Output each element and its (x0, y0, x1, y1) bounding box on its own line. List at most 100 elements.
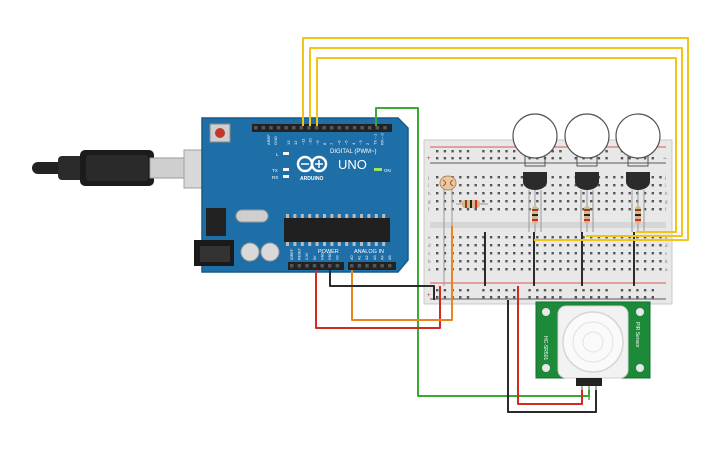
digital-pin-label: 13 (286, 140, 291, 145)
resistor (456, 200, 488, 208)
pir-sensor: HC-SR501 PIR Sensor (535, 301, 651, 404)
arduino-model: UNO (338, 157, 367, 172)
power-pin-label: GND (320, 252, 324, 260)
capacitor (240, 242, 260, 262)
light-bulb-assembly (564, 113, 610, 232)
wire-yellow-2 (309, 47, 683, 237)
row-letter: b (665, 259, 668, 264)
analog-pin-label: A5 (388, 255, 392, 260)
digital-pin-label: ~9 (315, 140, 320, 145)
wire-yellow-3 (316, 57, 677, 233)
led-on (374, 168, 382, 171)
light-bulb-assembly (512, 113, 558, 232)
row-letter: f (428, 207, 430, 212)
wire-red-pir (517, 286, 583, 405)
arduino-brand: ARDUINO (300, 176, 323, 182)
row-letter: d (428, 243, 431, 248)
digital-pin-label: ~5 (344, 140, 349, 145)
capacitor (260, 242, 280, 262)
pir-label-right: PIR Sensor (634, 322, 640, 348)
row-letter: f (665, 207, 667, 212)
rail-plus-top: + (427, 156, 431, 162)
row-letter: d (665, 243, 668, 248)
row-letter: b (428, 259, 431, 264)
aref-label: AREF (266, 134, 271, 145)
light-bulb (564, 113, 610, 159)
wire-black-gnd (329, 270, 435, 300)
power-label: POWER (318, 249, 339, 255)
led-on-label: ON (384, 168, 391, 173)
digital-pin-label: ~3 (358, 140, 363, 145)
resistor (635, 206, 641, 224)
digital-pin-label: ~6 (336, 140, 341, 145)
power-pin-label: Vin (336, 255, 340, 260)
digital-pin-label: TX→1 (372, 133, 377, 145)
wire-green (375, 107, 590, 397)
resistor (584, 206, 590, 224)
row-letter: c (665, 251, 668, 256)
row-letter: g (428, 199, 431, 204)
led-l (283, 152, 289, 155)
analog-pin-label: A1 (358, 255, 362, 260)
digital-pin-label: 12 (293, 140, 298, 145)
led-tx-label: TX (272, 168, 278, 173)
row-letter: i (428, 183, 429, 188)
power-pin-label: IOREF (290, 248, 294, 260)
arduino-logo (296, 155, 328, 173)
row-letter: h (428, 191, 431, 196)
analog-pin-label: A4 (380, 255, 384, 260)
digital-pin-label: ~11 (300, 138, 305, 145)
digital-pin-label: 2 (365, 142, 370, 145)
row-letter: h (665, 191, 668, 196)
led-tx (283, 168, 289, 171)
wire-black-pir (507, 300, 597, 413)
digital-pin-label: 7 (329, 142, 334, 145)
light-bulb-assembly (615, 113, 661, 232)
digital-pin-label: RX←0 (380, 132, 385, 145)
wire-yellow-1 (302, 37, 689, 241)
atmega-chip (284, 218, 390, 242)
digital-pin-label: 4 (351, 142, 356, 145)
row-letter: a (665, 267, 668, 272)
digital-label: DIGITAL (PWM~) (330, 149, 377, 155)
row-letter: e (428, 235, 431, 240)
digital-pin-label: ~10 (308, 137, 313, 145)
led-rx-label: RX (272, 175, 278, 180)
power-pin-label: RESET (298, 247, 302, 260)
analog-pin-label: A0 (350, 255, 354, 260)
transistor (523, 172, 547, 190)
power-pin-label: 5V (313, 255, 317, 260)
wire-red-5v (315, 270, 441, 329)
gnd-label: GND (273, 136, 278, 145)
rail-minus-top: − (663, 156, 667, 162)
pir-label-left: HC-SR501 (542, 336, 548, 360)
analog-header (348, 262, 396, 270)
power-pin-label: GND (328, 252, 332, 260)
light-bulb (615, 113, 661, 159)
analog-pin-label: A2 (365, 255, 369, 260)
analog-pin-label: A3 (373, 255, 377, 260)
resistor (532, 206, 538, 224)
rail-plus-bottom: + (427, 293, 431, 299)
row-letter: i (665, 183, 666, 188)
row-letter: c (428, 251, 431, 256)
transistor (626, 172, 650, 190)
led-l-label: L (276, 152, 279, 157)
row-letter: j (664, 175, 666, 180)
digital-header (252, 124, 392, 132)
analog-label: ANALOG IN (354, 249, 384, 255)
led-rx (283, 175, 289, 178)
wires (302, 37, 689, 413)
transistor (575, 172, 599, 190)
wire-orange-a0 (351, 226, 453, 321)
row-letter: j (427, 175, 429, 180)
light-bulb (512, 113, 558, 159)
row-letter: g (665, 199, 668, 204)
photoresistor (439, 175, 457, 286)
power-pin-label: 3.3V (305, 252, 309, 260)
row-letter: e (665, 235, 668, 240)
row-letter: a (428, 267, 431, 272)
